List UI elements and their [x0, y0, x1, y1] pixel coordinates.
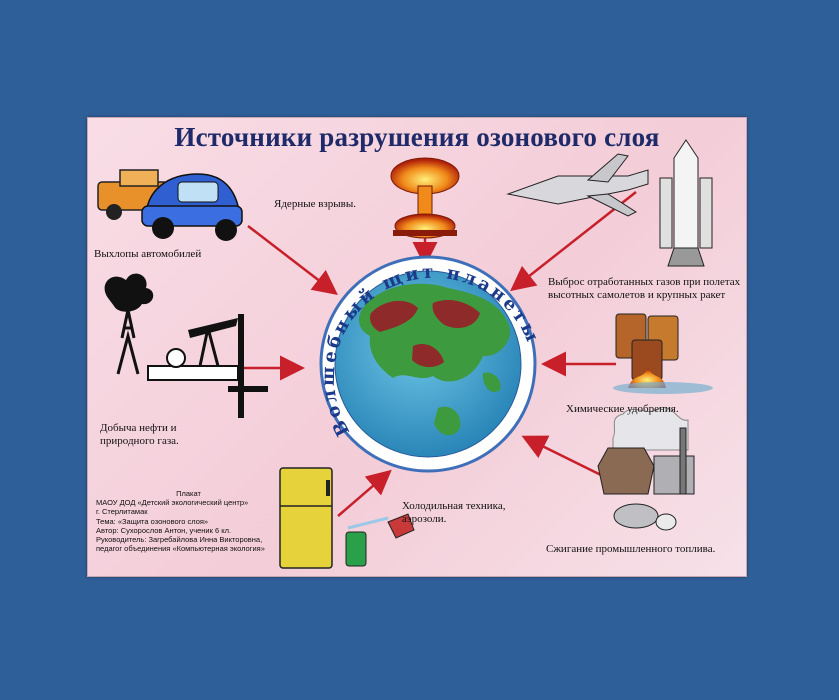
label-oil-line2: природного газа. [100, 435, 179, 447]
nuclear-explosion-illustration [390, 157, 460, 239]
label-fertilizer: Химические удобрения. [566, 403, 679, 415]
credits-line: МАОУ ДОД «Детский экологический центр» [96, 498, 249, 508]
chemical-barrels-illustration [613, 313, 713, 394]
aircraft-rocket-illustration [506, 139, 713, 267]
label-oil-line1: Добыча нефти и [100, 422, 177, 434]
power-plant-illustration [597, 406, 695, 531]
fridge-aerosol-illustration [279, 467, 415, 569]
credits-line: педагог объединения «Компьютерная эколог… [96, 544, 265, 554]
cars-illustration [97, 169, 243, 241]
label-oil: Добыча нефти и природного газа. [100, 422, 179, 448]
arrow-fridge [337, 469, 392, 517]
ozone-poster: Волшебный щит планеты [87, 117, 747, 577]
earth-globe [319, 255, 537, 473]
label-aviation-line1: Выброс отработанных газов при полетах [548, 276, 741, 288]
label-fuel: Сжигание промышленного топлива. [546, 543, 716, 555]
label-fridge: Холодильная техника, аэрозоли. [402, 500, 505, 526]
credits-head: Плакат [176, 489, 201, 498]
label-aviation: Выброс отработанных газов при полетах вы… [548, 276, 740, 302]
poster-title: Источники разрушения озонового слоя [174, 122, 660, 152]
label-aviation-line2: высотных самолетов и крупных ракет [548, 289, 726, 301]
credits-line: г. Стерлитамак [96, 507, 148, 517]
label-car-exhaust: Выхлопы автомобилей [94, 248, 202, 260]
oil-derrick-illustration [104, 273, 268, 418]
credits-block: Плакат МАОУ ДОД «Детский экологический ц… [96, 489, 281, 553]
credits-line: Руководитель: Загребайлова Инна Викторов… [96, 535, 263, 545]
label-fridge-line1: Холодильная техника, [402, 500, 506, 512]
label-nuclear: Ядерные взрывы. [274, 198, 356, 210]
credits-line: Автор: Сухорослов Антон, ученик 6 кл. [96, 525, 232, 535]
poster-artwork: Волшебный щит планеты [97, 139, 713, 569]
label-fridge-line2: аэрозоли. [402, 513, 447, 525]
arrow-cars [247, 225, 338, 296]
credits-line: Тема: «Защита озонового слоя» [96, 516, 209, 526]
arrow-fuel [521, 435, 604, 478]
